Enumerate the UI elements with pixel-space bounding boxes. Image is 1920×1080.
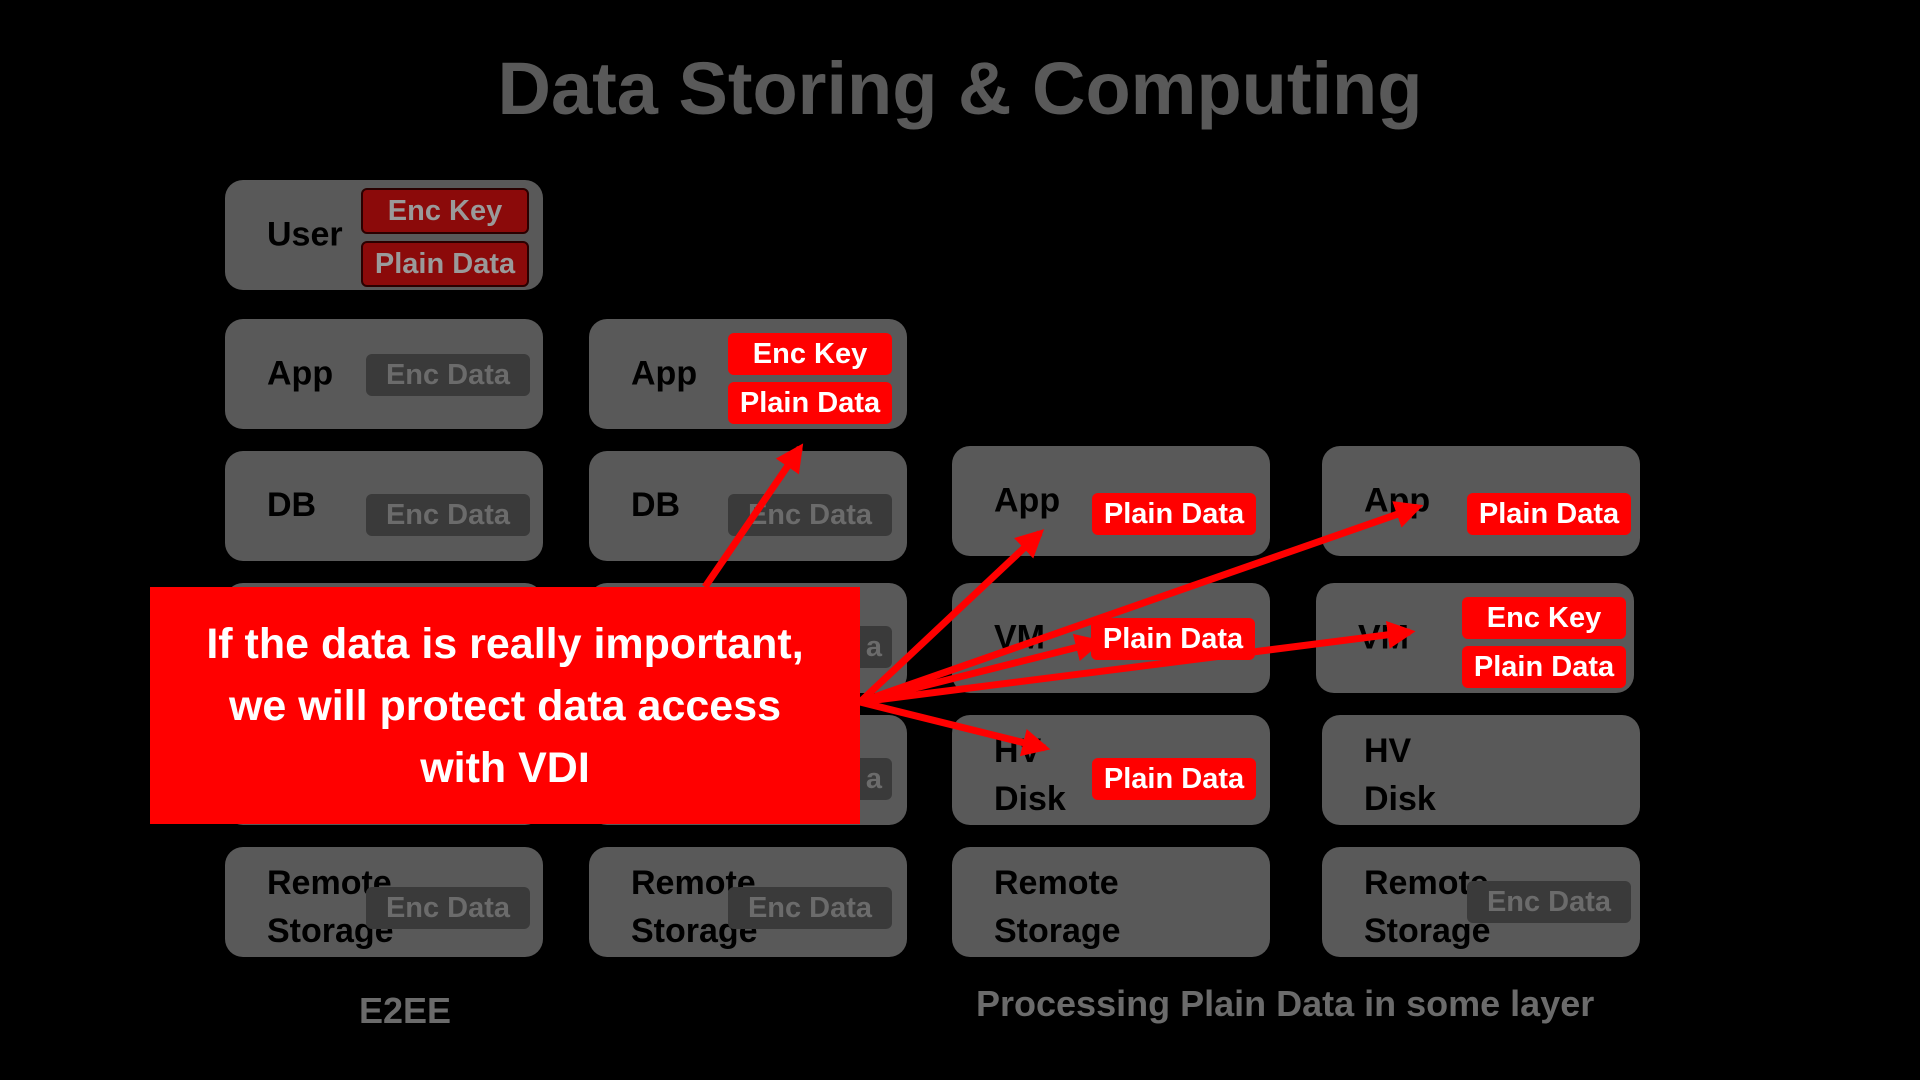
label-disk: Disk xyxy=(994,780,1066,818)
tag-enc-key: Enc Key xyxy=(1462,597,1626,639)
tag-enc-key: Enc Key xyxy=(361,188,529,234)
arrow-to-hv-col3 xyxy=(859,698,1051,757)
layer-remote-storage: Remote Storage Enc Data xyxy=(1322,847,1640,957)
caption-e2ee: E2EE xyxy=(359,990,452,1031)
caption-processing: Processing Plain Data in some layer xyxy=(976,983,1595,1024)
layer-label-app: App xyxy=(994,481,1061,520)
arrow-to-app-col2 xyxy=(702,443,804,589)
layer-remote-storage: Remote Storage Enc Data xyxy=(589,847,907,957)
tag-plain-data: Plain Data xyxy=(1092,758,1256,800)
layer-label-app: App xyxy=(631,354,698,393)
label-hv: HV xyxy=(1364,732,1412,770)
layer-db: DB Enc Data xyxy=(589,451,907,561)
tag-enc-data: Enc Data xyxy=(366,494,530,536)
tag-enc-data: Enc Data xyxy=(1467,881,1631,923)
layer-app: App Enc Key Plain Data xyxy=(589,319,907,429)
vdi-callout: If the data is really important, we will… xyxy=(150,587,860,824)
layer-hv-disk: HV Disk Plain Data xyxy=(952,715,1270,825)
layer-vm: VM Plain Data xyxy=(952,583,1270,693)
layer-db: DB Enc Data xyxy=(225,451,543,561)
tag-enc-data: Enc Data xyxy=(366,887,530,929)
tag-enc-key: Enc Key xyxy=(728,333,892,375)
layer-app: App Plain Data xyxy=(952,446,1270,556)
tag-plain-data: Plain Data xyxy=(728,382,892,424)
arrow-to-vm-col4 xyxy=(859,620,1416,706)
layer-remote-storage: Remote Storage xyxy=(952,847,1270,957)
slide-title: Data Storing & Computing xyxy=(497,47,1423,130)
tag-plain-data: Plain Data xyxy=(1092,493,1256,535)
arrow-to-vm-col3 xyxy=(859,633,1104,706)
layer-hv-disk: HV Disk xyxy=(1322,715,1640,825)
layer-user: User Enc Key Plain Data xyxy=(225,180,543,290)
tag-plain-data: Plain Data xyxy=(1467,493,1631,535)
layer-label-hv-disk: HV Disk xyxy=(1364,727,1436,823)
arrow-to-app-col3 xyxy=(857,529,1045,705)
tag-enc-data: Enc Data xyxy=(728,887,892,929)
tag-enc-data: Enc Data xyxy=(366,354,530,396)
label-disk: Disk xyxy=(1364,780,1436,818)
layer-app: App Enc Data xyxy=(225,319,543,429)
arrow-to-app-col4 xyxy=(858,501,1424,706)
layer-label-remote-storage: Remote Storage xyxy=(994,859,1121,955)
label-remote: Remote xyxy=(994,864,1119,902)
layer-app: App Plain Data xyxy=(1322,446,1640,556)
tag-plain-data: Plain Data xyxy=(361,241,529,287)
tag-plain-data: Plain Data xyxy=(1462,646,1626,688)
callout-text: If the data is really important, we will… xyxy=(206,619,804,792)
layer-remote-storage: Remote Storage Enc Data xyxy=(225,847,543,957)
label-storage: Storage xyxy=(994,912,1121,950)
layer-label-db: DB xyxy=(631,486,681,524)
layer-label-db: DB xyxy=(267,486,317,524)
tag-enc-data: Enc Data xyxy=(728,494,892,536)
layer-label-user: User xyxy=(267,215,343,254)
tag-plain-data: Plain Data xyxy=(1091,618,1255,660)
layer-label-app: App xyxy=(267,354,334,393)
